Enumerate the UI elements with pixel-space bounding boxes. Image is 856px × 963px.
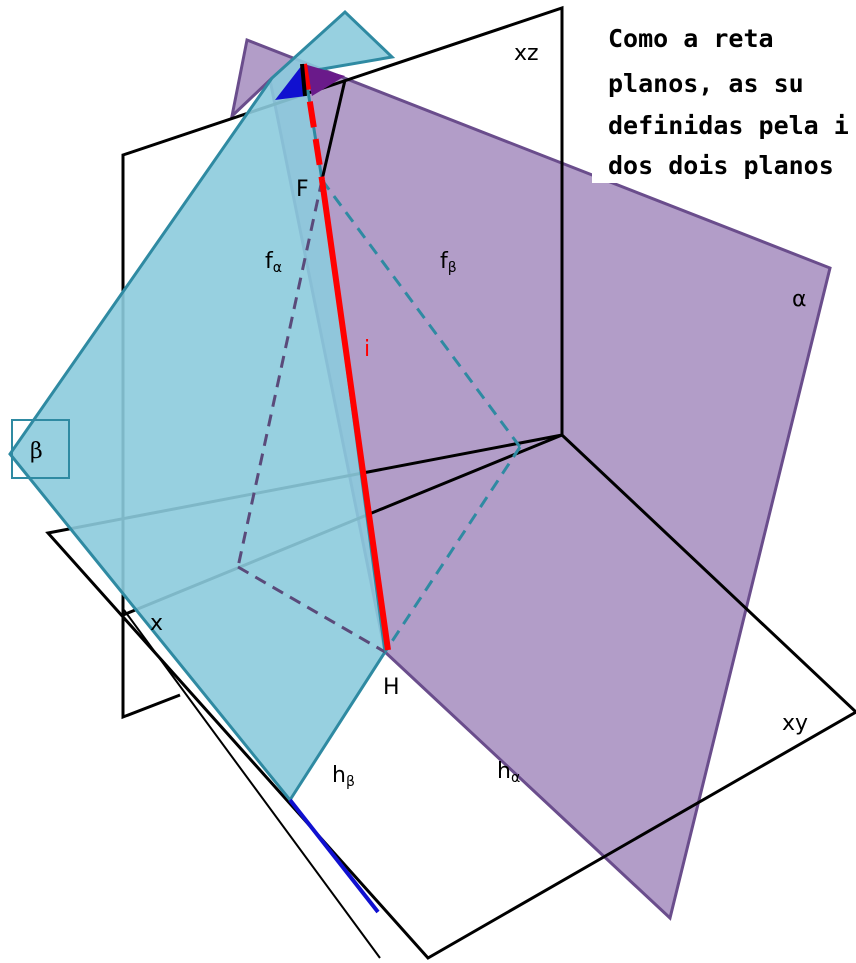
callout-line-2: planos, as su — [608, 69, 804, 98]
vertical-plane-xz-lower — [121, 615, 181, 720]
beta-label-box — [11, 419, 70, 479]
label-h-beta: hβ — [332, 763, 355, 790]
label-plane-beta: β — [30, 439, 43, 464]
trace-h-alpha-hidden — [237, 565, 386, 654]
top-black-segment — [300, 63, 307, 97]
top-wedge-purple — [304, 64, 345, 96]
label-x: x — [150, 611, 163, 636]
top-wedge-blue — [275, 65, 306, 100]
vertical-plane-inner-edge — [320, 79, 347, 181]
label-point-f: F — [296, 177, 309, 202]
callout-line-1: Como a reta — [608, 24, 774, 53]
xy-front-edge — [123, 609, 381, 959]
intersection-line-dashed — [301, 63, 325, 181]
intersection-line-i — [319, 179, 391, 651]
label-f-beta: fβ — [440, 249, 457, 276]
beta-lower-trace — [288, 798, 380, 914]
label-xz: xz — [514, 41, 539, 66]
label-plane-alpha: α — [792, 287, 807, 312]
label-xy: xy — [782, 711, 808, 736]
label-point-h: H — [383, 675, 400, 700]
callout-box — [592, 0, 856, 183]
callout-line-4: dos dois planos — [608, 151, 834, 180]
trace-h-beta-hidden — [383, 446, 522, 653]
label-line-i: i — [364, 337, 370, 362]
label-f-alpha: fα — [265, 249, 282, 276]
trace-f-beta-hidden — [320, 179, 522, 448]
callout-line-3: definidas pela i — [608, 111, 849, 140]
label-h-alpha: hα — [497, 759, 520, 786]
trace-f-alpha-hidden — [236, 179, 324, 568]
